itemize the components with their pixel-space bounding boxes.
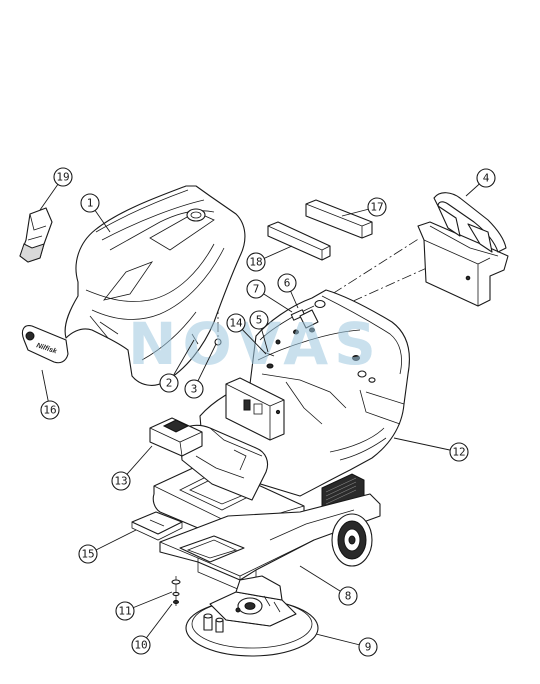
- fasteners-part-10-11: [171, 576, 181, 606]
- control-panel: [225, 377, 285, 441]
- svg-text:15: 15: [81, 548, 94, 561]
- callout-10: 10: [131, 635, 151, 655]
- screws-part-2-3: [191, 333, 222, 346]
- logo-badge-part-16: Nilfisk: [21, 325, 69, 364]
- callout-13: 13: [111, 471, 131, 491]
- callout-7: 7: [246, 279, 266, 299]
- svg-text:11: 11: [118, 605, 131, 618]
- svg-text:3: 3: [191, 383, 198, 396]
- svg-text:14: 14: [229, 317, 243, 330]
- callout-19: 19: [53, 167, 73, 187]
- svg-text:6: 6: [284, 277, 291, 290]
- pad-part-15: [131, 511, 183, 541]
- callout-9: 9: [358, 637, 378, 657]
- callout-5: 5: [249, 310, 269, 330]
- foam-strip-part-18: [267, 221, 331, 261]
- callout-3: 3: [184, 379, 204, 399]
- svg-text:17: 17: [370, 201, 383, 214]
- svg-text:2: 2: [166, 377, 173, 390]
- svg-text:8: 8: [345, 590, 352, 603]
- bracket-part-19: [19, 207, 53, 263]
- callout-8: 8: [338, 586, 358, 606]
- callout-14: 14: [226, 313, 246, 333]
- callout-18: 18: [246, 252, 266, 272]
- callout-6: 6: [277, 273, 297, 293]
- svg-text:12: 12: [452, 446, 465, 459]
- callout-2: 2: [159, 373, 179, 393]
- svg-text:16: 16: [43, 404, 56, 417]
- svg-text:1: 1: [87, 197, 94, 210]
- block-part-13: [149, 417, 203, 457]
- svg-text:13: 13: [114, 475, 127, 488]
- svg-text:19: 19: [56, 171, 69, 184]
- callout-1: 1: [80, 193, 100, 213]
- callout-17: 17: [367, 197, 387, 217]
- callout-11: 11: [115, 601, 135, 621]
- main-body-part-12: [199, 289, 410, 497]
- svg-text:7: 7: [253, 283, 260, 296]
- callout-15: 15: [78, 544, 98, 564]
- handle-assembly-part-4: [417, 192, 509, 307]
- svg-text:10: 10: [134, 639, 147, 652]
- foam-strip-part-17: [305, 199, 373, 239]
- svg-text:5: 5: [256, 314, 263, 327]
- hood-cover-part: [64, 185, 246, 386]
- callout-16: 16: [40, 400, 60, 420]
- svg-text:18: 18: [249, 256, 262, 269]
- callout-12: 12: [449, 442, 469, 462]
- small-fixings: [263, 309, 319, 357]
- brush-deck-part-9: [185, 575, 319, 657]
- svg-text:9: 9: [365, 641, 372, 654]
- svg-text:4: 4: [483, 172, 490, 185]
- wheel: [331, 513, 373, 567]
- callout-4: 4: [476, 168, 496, 188]
